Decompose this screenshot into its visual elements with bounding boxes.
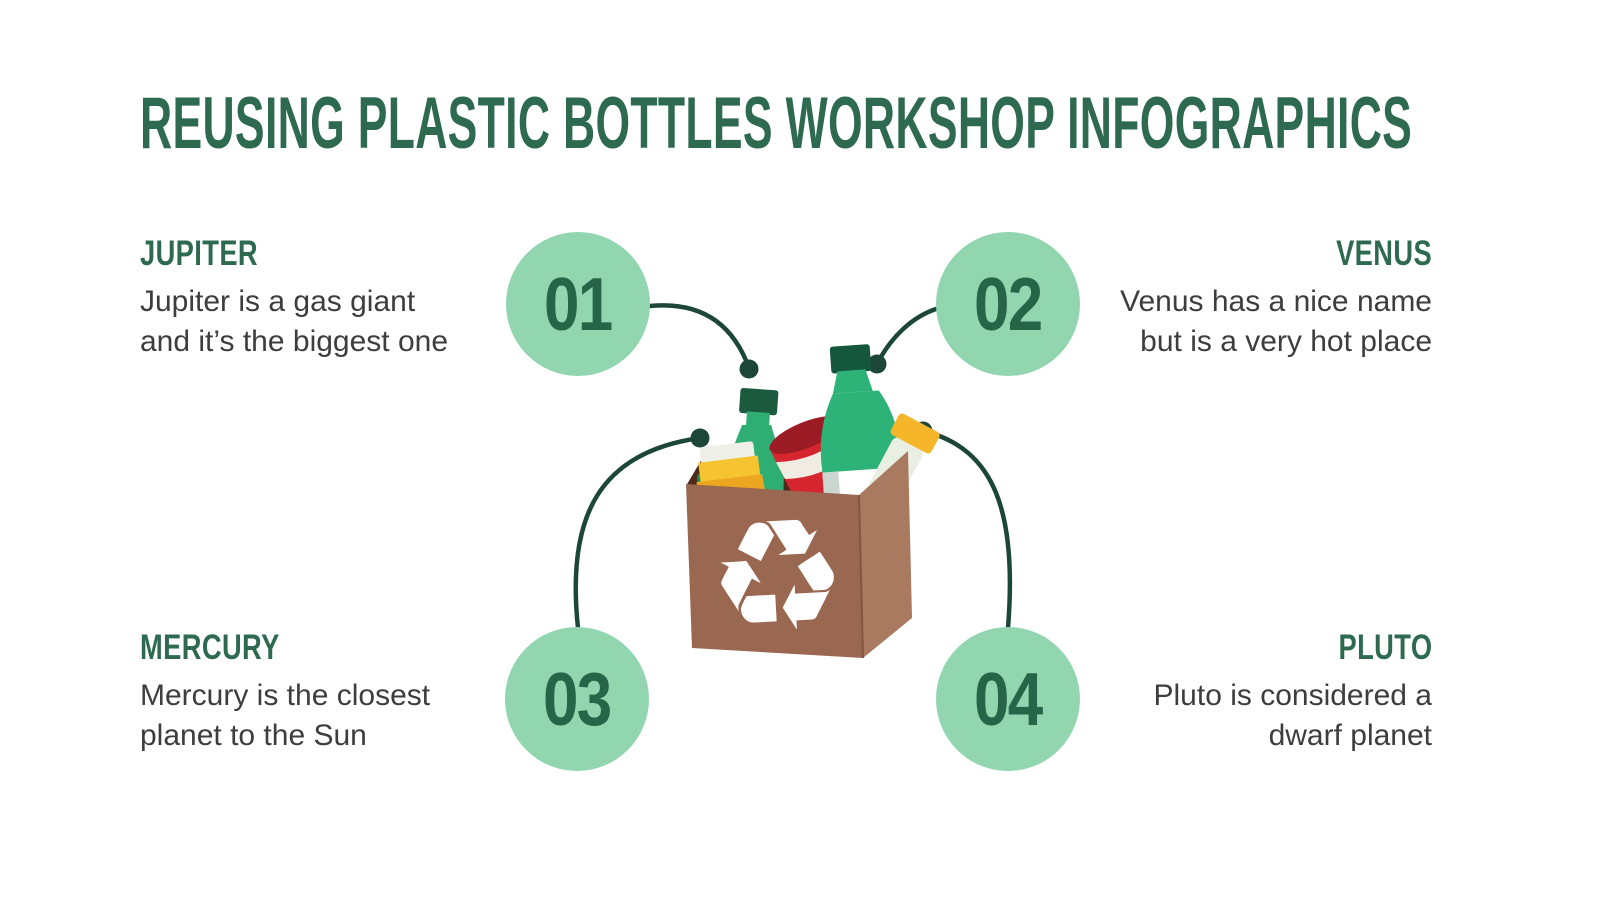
page-title: REUSING PLASTIC BOTTLES WORKSHOP INFOGRA… <box>140 83 1413 164</box>
bottle-band <box>890 413 940 454</box>
step-circle-04: 04 <box>936 627 1080 771</box>
box-side-face <box>859 451 912 658</box>
item-description: Jupiter is a gas giant and it’s the bigg… <box>140 282 570 362</box>
item-mercury: MERCURY Mercury is the closest planet to… <box>140 628 570 756</box>
box-edge <box>858 494 864 659</box>
item-description-line: Pluto is considered a <box>1153 679 1433 712</box>
connector-line-03 <box>573 435 703 631</box>
item-description-line: dwarf planet <box>1268 719 1432 752</box>
connector-dot-01 <box>739 359 759 379</box>
item-description-line: and it’s the biggest one <box>140 325 449 358</box>
item-description-line: planet to the Sun <box>140 719 367 752</box>
connector-line-02 <box>874 306 939 367</box>
step-circle-02: 02 <box>936 232 1080 376</box>
item-pluto: PLUTO Pluto is considered a dwarf planet <box>1002 628 1433 756</box>
item-description: Pluto is considered a dwarf planet <box>1002 676 1433 756</box>
recycle-icon: ♻ <box>703 482 851 670</box>
connector-line-01 <box>647 303 752 371</box>
item-description-line: Venus has a nice name <box>1120 285 1432 318</box>
bottle-neck <box>832 369 873 394</box>
item-jupiter: JUPITER Jupiter is a gas giant and it’s … <box>140 234 570 362</box>
item-description: Venus has a nice name but is a very hot … <box>1002 282 1432 362</box>
connector-dot-03 <box>690 428 710 448</box>
bottle-neck <box>745 411 770 428</box>
connector-lines <box>573 303 1013 631</box>
box-front-face <box>686 484 863 658</box>
step-number: 02 <box>974 261 1043 346</box>
item-title: JUPITER <box>140 234 259 273</box>
step-circle-01: 01 <box>506 232 650 376</box>
item-description-line: Jupiter is a gas giant <box>140 285 416 318</box>
item-description: Mercury is the closest planet to the Sun <box>140 676 570 756</box>
item-title: VENUS <box>1335 234 1432 273</box>
item-description-line: but is a very hot place <box>1140 325 1432 358</box>
connector-dot-02 <box>867 354 887 374</box>
item-venus: VENUS Venus has a nice name but is a ver… <box>1002 234 1432 362</box>
connector-line-04 <box>920 428 1013 631</box>
step-number: 04 <box>974 656 1043 741</box>
step-number: 01 <box>544 261 613 346</box>
item-title: PLUTO <box>1338 628 1432 667</box>
item-description-line: Mercury is the closest <box>140 679 431 712</box>
bottle-cap <box>829 344 872 374</box>
item-title: MERCURY <box>140 628 280 667</box>
bottle-cap <box>739 388 779 416</box>
step-number: 03 <box>543 656 612 741</box>
step-circle-03: 03 <box>505 627 649 771</box>
